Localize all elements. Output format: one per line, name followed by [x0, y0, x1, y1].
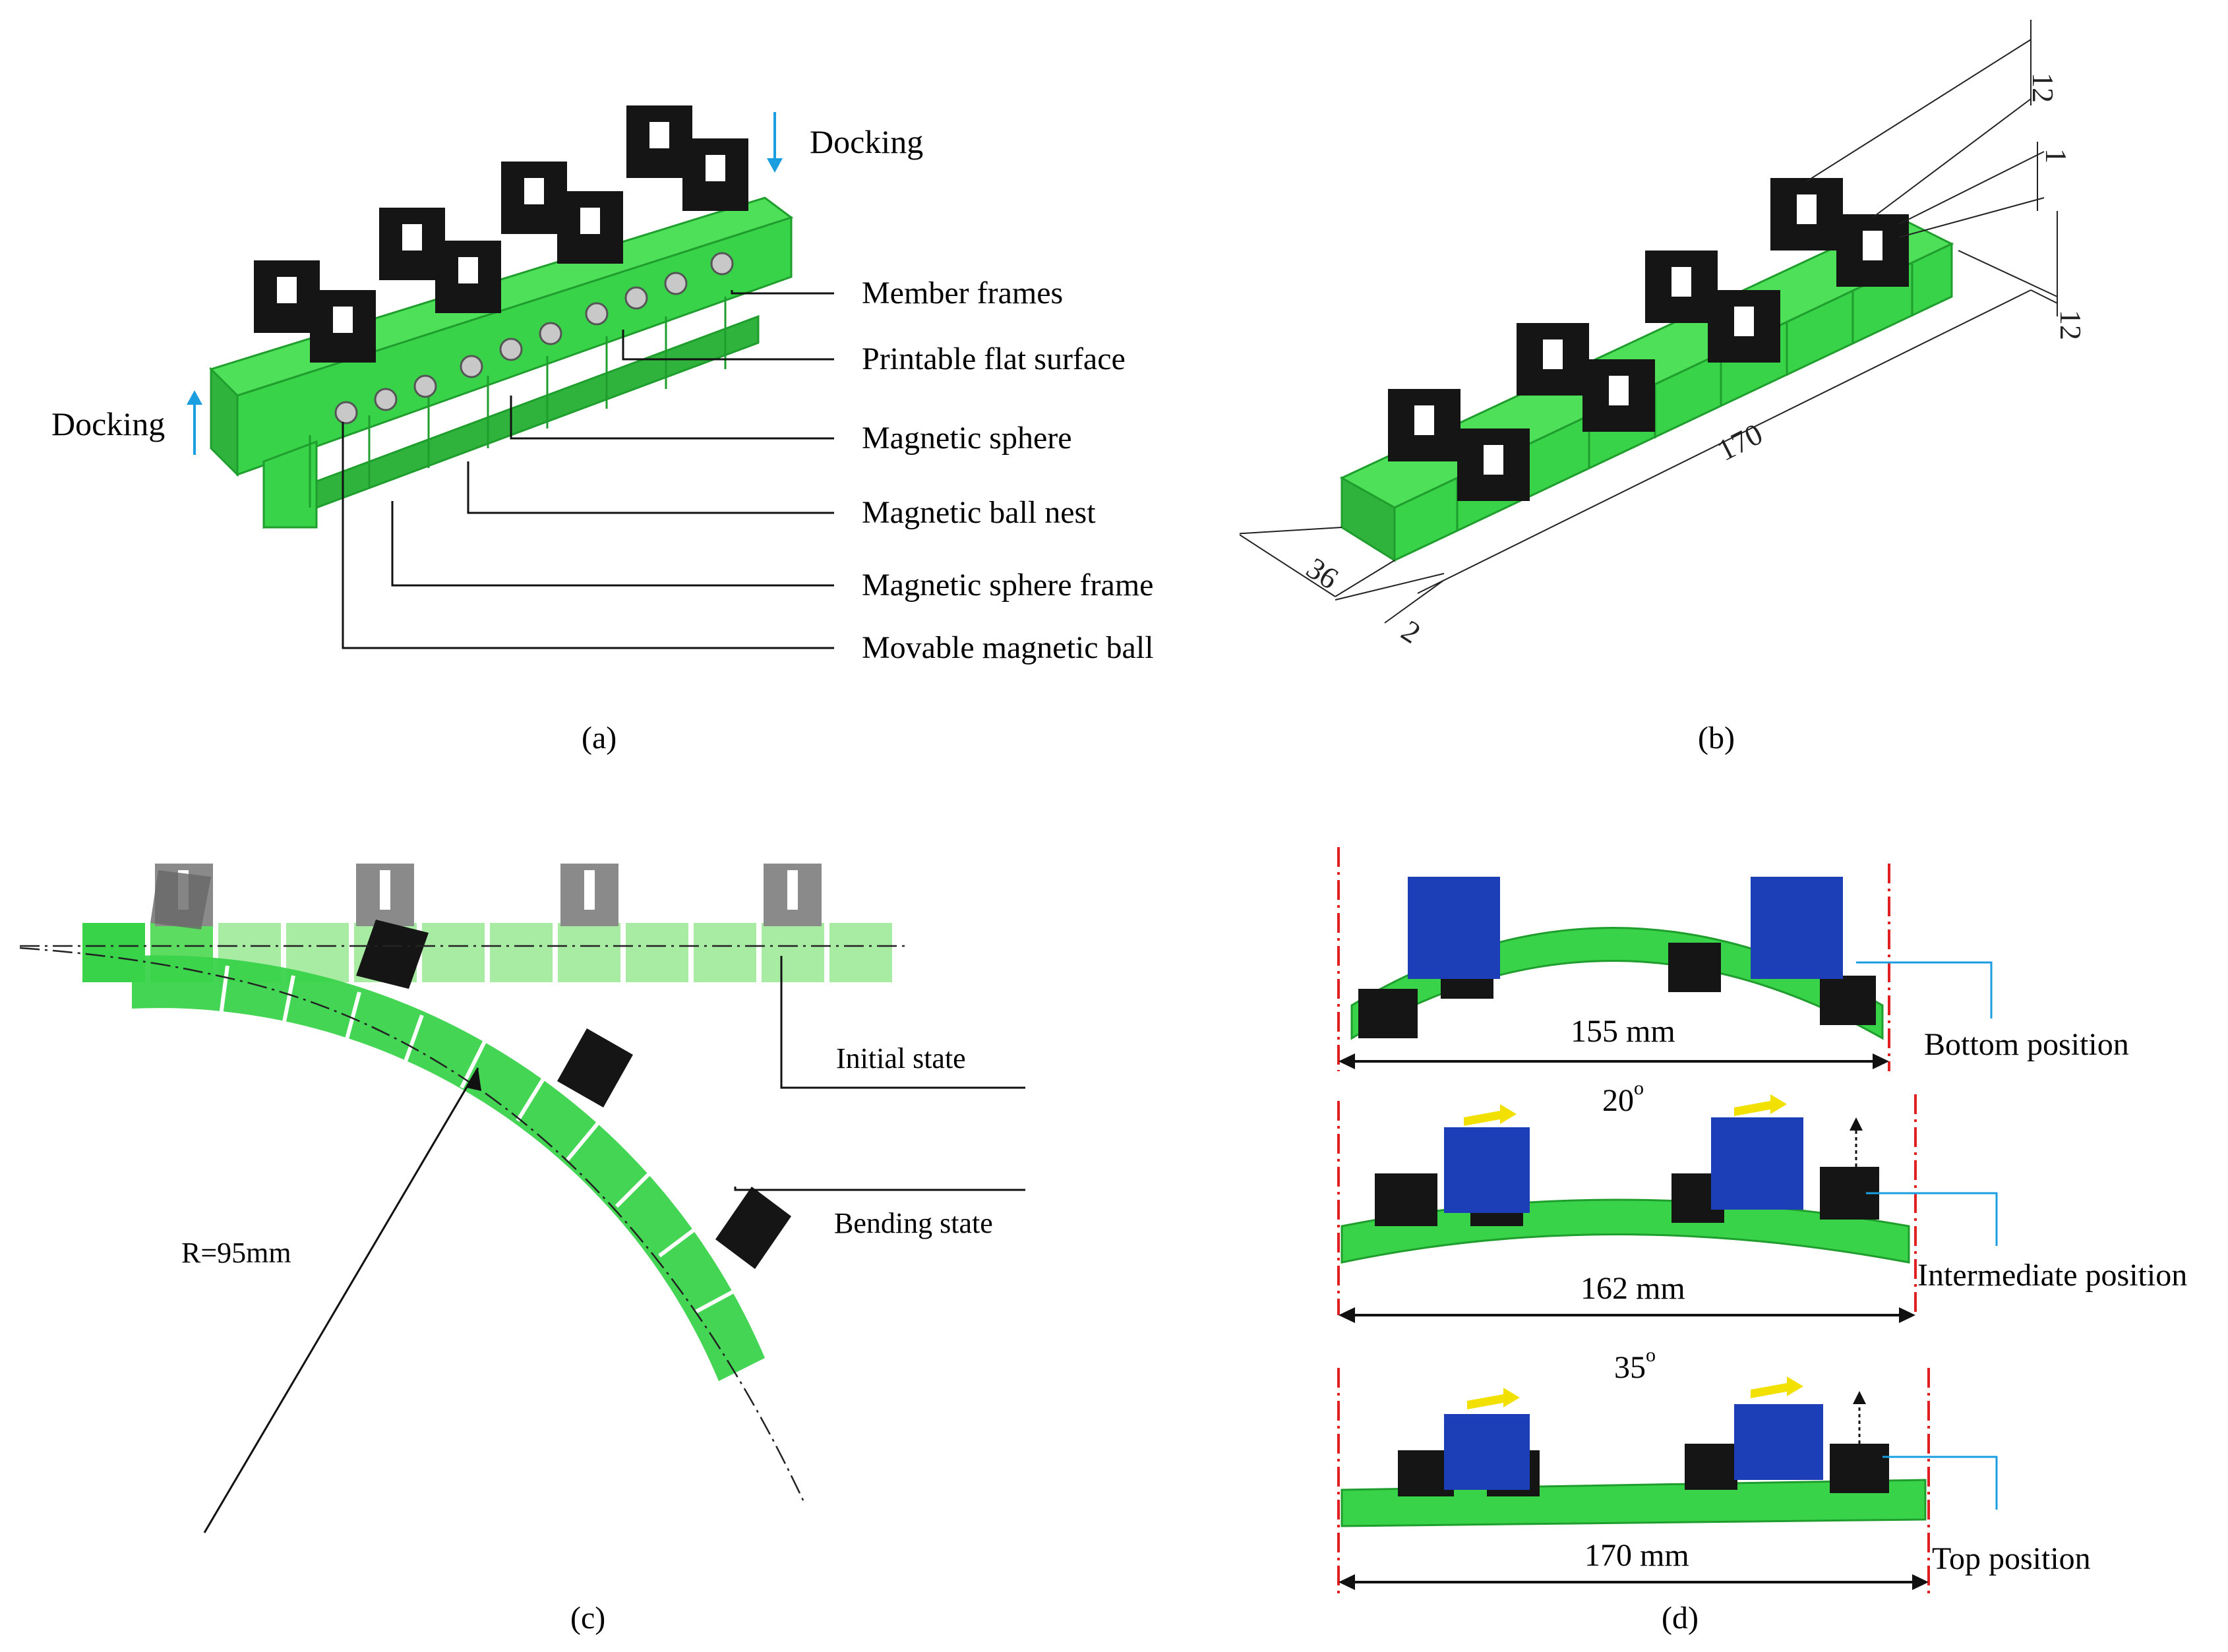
width-intermediate: 162 mm: [1581, 1271, 1685, 1306]
dim-1: 1: [2039, 148, 2073, 163]
dim-2: 2: [1396, 614, 1427, 650]
member-frames-a: [254, 105, 748, 363]
dim-36: 36: [1301, 551, 1344, 596]
magnetic-spheres: [334, 252, 734, 425]
row-top: 35 o 170 mm Top position: [1337, 1344, 2091, 1595]
width-arrow-left-icon: [1339, 1574, 1355, 1590]
position-intermediate: Intermediate position: [1917, 1258, 2187, 1293]
centerline: [19, 945, 910, 1504]
panel-d: 155 mm Bottom position 20 o 162 mm Inter…: [1337, 847, 2187, 1636]
width-top: 170 mm: [1584, 1538, 1689, 1573]
width-bottom: 155 mm: [1571, 1014, 1675, 1049]
lift-arrow-icon: [1853, 1391, 1866, 1404]
callout-labels-a: Member frames Printable flat surface Mag…: [862, 276, 1154, 665]
callout-magnetic-sphere-frame: Magnetic sphere frame: [862, 568, 1153, 603]
dimension-lines-b: [1240, 20, 2058, 624]
docking-top-label: Docking: [810, 123, 923, 160]
callout-leaders-a: [342, 290, 834, 649]
dim-right-12: 12: [2054, 310, 2088, 340]
docking-up-arrow-icon: [187, 390, 202, 405]
docking-down-arrow-icon: [767, 158, 783, 173]
radius-label: R=95mm: [181, 1237, 291, 1269]
caption-a: (a): [582, 721, 617, 755]
row-bottom: 155 mm Bottom position: [1337, 847, 2129, 1071]
bending-state-label: Bending state: [834, 1207, 993, 1239]
callout-member-frames: Member frames: [862, 276, 1063, 310]
width-arrow-right-icon: [1873, 1053, 1889, 1069]
callout-movable-magnetic-ball: Movable magnetic ball: [862, 630, 1154, 665]
docking-left-label: Docking: [51, 405, 165, 442]
width-arrow-left-icon: [1339, 1307, 1355, 1323]
width-arrow-right-icon: [1899, 1307, 1915, 1323]
bending-state-chain: [132, 870, 791, 1381]
caption-d: (d): [1662, 1601, 1699, 1636]
caption-c: (c): [570, 1601, 605, 1636]
initial-state-label: Initial state: [836, 1042, 966, 1075]
position-bottom: Bottom position: [1924, 1027, 2129, 1062]
caption-b: (b): [1698, 721, 1735, 755]
panel-b: 12 1 12 170 36 2 (b): [1240, 20, 2088, 755]
position-top: Top position: [1932, 1541, 2091, 1576]
rotation-arrow-icon: [1464, 1104, 1517, 1126]
angle-top: 35: [1614, 1350, 1646, 1385]
rotation-arrow-icon: [1751, 1376, 1803, 1398]
panel-c: R=95mm Initial state Bending state (c): [19, 864, 1025, 1636]
row-intermediate: 20 o 162 mm Intermediate position: [1337, 1077, 2187, 1323]
width-arrow-right-icon: [1912, 1574, 1929, 1590]
rotation-arrow-icon: [1734, 1094, 1787, 1116]
radius-line: [203, 1067, 479, 1533]
radius-arrowhead-icon: [467, 1068, 481, 1091]
degree-sign-top: o: [1646, 1344, 1656, 1366]
lift-arrow-icon: [1850, 1117, 1863, 1131]
rotation-arrow-icon: [1467, 1388, 1520, 1409]
callout-printable-flat-surface: Printable flat surface: [862, 341, 1126, 376]
degree-sign-intermediate: o: [1634, 1077, 1644, 1099]
callout-magnetic-ball-nest: Magnetic ball nest: [862, 495, 1096, 530]
width-arrow-left-icon: [1339, 1053, 1355, 1069]
panel-a: Docking Docking Member frames Printable …: [51, 105, 1154, 755]
angle-intermediate: 20: [1602, 1083, 1634, 1118]
dim-top-12: 12: [2026, 73, 2060, 103]
callout-magnetic-sphere: Magnetic sphere: [862, 421, 1072, 456]
